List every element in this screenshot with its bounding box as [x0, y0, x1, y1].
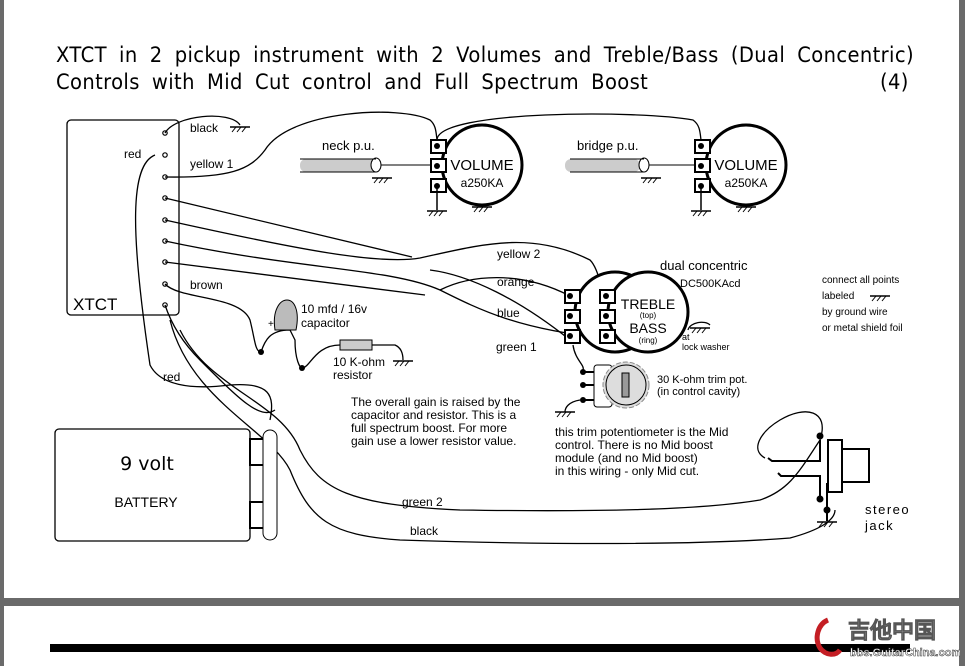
- svg-text:capacitor and resistor. This i: capacitor and resistor. This is a: [351, 408, 517, 422]
- wire-label-yellow1: yellow 1: [190, 157, 234, 171]
- svg-text:this trim potentiometer is the: this trim potentiometer is the Mid: [555, 425, 728, 439]
- bridge-pickup: [565, 159, 640, 172]
- dual-concentric-pot: TREBLE (top) BASS (ring): [564, 270, 711, 354]
- wires: [134, 111, 836, 545]
- bridge-pickup-label: bridge p.u.: [577, 138, 638, 153]
- capacitor: [273, 299, 298, 331]
- wire-label-green2: green 2: [402, 495, 443, 509]
- volume-pot-1-label: VOLUME: [450, 157, 513, 174]
- boost-note: The overall gain is raised by the capaci…: [351, 395, 521, 448]
- bass-sub-label: (ring): [639, 336, 658, 345]
- solder-point: [258, 349, 264, 355]
- wire-label-yellow2: yellow 2: [497, 247, 541, 261]
- wire-label-red: red: [124, 147, 141, 161]
- xtct-label: XTCT: [73, 295, 117, 314]
- battery: 9 volt BATTERY: [54, 428, 278, 542]
- battery-label: BATTERY: [114, 494, 178, 510]
- wire-label-orange: orange: [497, 275, 535, 289]
- neck-pickup-label: neck p.u.: [322, 138, 375, 153]
- neck-pickup: [300, 159, 375, 172]
- ground-legend: connect all points labeled by ground wir…: [822, 275, 903, 334]
- capacitor-label-1: 10 mfd / 16v: [301, 302, 367, 316]
- svg-text:full spectrum boost. For more: full spectrum boost. For more: [351, 421, 507, 435]
- diagram-title-line2: Controls with Mid Cut control and Full S…: [56, 70, 649, 94]
- resistor-label-1: 10 K-ohm: [333, 355, 385, 369]
- resistor: [339, 339, 373, 351]
- trim-pot-label-2: (in control cavity): [657, 386, 740, 398]
- battery-voltage: 9 volt: [120, 453, 174, 475]
- stereo-jack: [767, 432, 870, 521]
- lock-washer-note-2: lock washer: [682, 342, 730, 352]
- svg-text:gain use a lower resistor valu: gain use a lower resistor value.: [351, 434, 516, 448]
- next-page: [4, 606, 959, 666]
- xtct-module: [66, 119, 180, 316]
- capacitor-polarity: +: [268, 319, 274, 330]
- volume-pot-1-value: a250KA: [461, 176, 504, 190]
- bass-label: BASS: [629, 320, 666, 336]
- svg-text:The overall gain is raised by: The overall gain is raised by the: [351, 395, 521, 409]
- treble-sub-label: (top): [640, 311, 657, 320]
- wire-label-black-bottom: black: [410, 524, 439, 538]
- watermark-brand: 吉他中国: [848, 618, 936, 644]
- wire-label-brown: brown: [190, 278, 223, 292]
- ground-legend-symbol: [869, 295, 891, 302]
- volume-pot-2-value: a250KA: [725, 176, 768, 190]
- bridge-pickup-cable-end: [638, 157, 650, 173]
- jack-label-1: stereo: [865, 502, 910, 517]
- wire-label-green1: green 1: [496, 340, 537, 354]
- resistor-label-2: resistor: [333, 368, 372, 382]
- dual-concentric-part: DC500KAcd: [680, 278, 741, 290]
- jack-label-2: jack: [864, 518, 894, 533]
- solder-point: [299, 365, 305, 371]
- neck-volume-pot: VOLUME a250KA: [426, 123, 524, 217]
- lock-washer-note-1: at: [682, 332, 690, 342]
- svg-text:or metal shield foil: or metal shield foil: [822, 323, 903, 334]
- svg-text:by ground wire: by ground wire: [822, 307, 888, 318]
- svg-text:connect all points: connect all points: [822, 275, 899, 286]
- mid-note: this trim potentiometer is the Mid contr…: [555, 425, 728, 478]
- trim-pot-label-1: 30 K-ohm trim pot.: [657, 374, 747, 386]
- neck-pickup-cable-end: [370, 157, 382, 173]
- watermark: 吉他中国 bbs.GuitarChina.com: [814, 617, 960, 659]
- dual-concentric-title: dual concentric: [660, 258, 748, 273]
- page-number: (4): [880, 70, 909, 94]
- treble-label: TREBLE: [621, 296, 675, 312]
- capacitor-label-2: capacitor: [301, 316, 350, 330]
- diagram-title-line1: XTCT in 2 pickup instrument with 2 Volum…: [56, 43, 914, 67]
- page-rule: [50, 644, 910, 652]
- watermark-url: bbs.GuitarChina.com: [850, 647, 960, 659]
- svg-text:in this wiring - only Mid cut.: in this wiring - only Mid cut.: [555, 464, 699, 478]
- watermark-dragon-icon: [814, 617, 843, 657]
- wire-label-black: black: [190, 121, 219, 135]
- wire-label-blue: blue: [497, 306, 520, 320]
- xtct-terminals: [162, 130, 168, 308]
- bridge-volume-pot: VOLUME a250KA: [690, 123, 788, 217]
- svg-text:control. There is no Mid boost: control. There is no Mid boost: [555, 438, 714, 452]
- volume-pot-2-label: VOLUME: [714, 157, 777, 174]
- trim-pot: [554, 361, 650, 418]
- ground-symbol: [229, 126, 251, 133]
- svg-text:module (and no Mid boost): module (and no Mid boost): [555, 451, 698, 465]
- svg-text:labeled: labeled: [822, 291, 854, 302]
